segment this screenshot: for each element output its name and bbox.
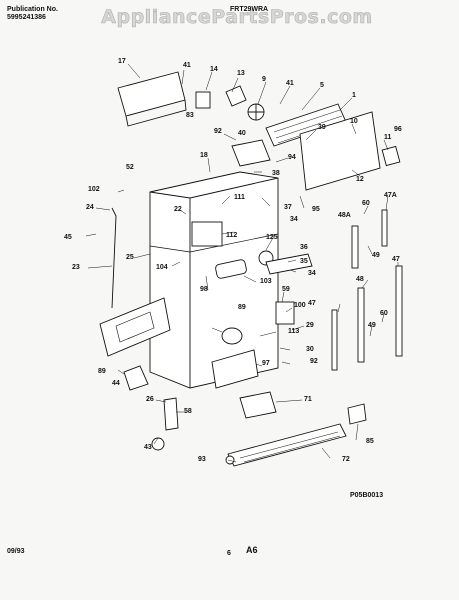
air-duct xyxy=(231,139,271,167)
publication-number: 5995241386 xyxy=(7,14,46,21)
callout-13: 13 xyxy=(237,70,245,77)
callout-30: 30 xyxy=(306,346,314,353)
bottom-hinge xyxy=(151,397,179,451)
callout-14: 14 xyxy=(210,66,218,73)
callout-94: 94 xyxy=(288,154,296,161)
callout-71: 71 xyxy=(304,396,312,403)
callout-10: 10 xyxy=(350,118,358,125)
callout-48: 48 xyxy=(356,276,364,283)
callout-98: 98 xyxy=(200,286,208,293)
footer-date: 09/93 xyxy=(7,548,25,555)
callout-25: 25 xyxy=(126,254,134,261)
callout-17: 17 xyxy=(118,58,126,65)
callout-41b: 41 xyxy=(286,80,294,87)
callout-92: 92 xyxy=(214,128,222,135)
footer-page: 6 xyxy=(227,550,231,557)
callout-95: 95 xyxy=(312,206,320,213)
callout-38: 38 xyxy=(272,170,280,177)
callout-49b: 49 xyxy=(368,322,376,329)
shelf-support xyxy=(265,253,313,275)
callout-113: 113 xyxy=(288,328,300,335)
callout-45: 45 xyxy=(64,234,72,241)
callout-44: 44 xyxy=(112,380,120,387)
toe-grille xyxy=(225,423,347,467)
callout-41: 41 xyxy=(183,62,191,69)
callout-125: 125 xyxy=(266,234,278,241)
callout-59: 59 xyxy=(282,286,290,293)
callout-47b: 47 xyxy=(308,300,316,307)
control-box xyxy=(191,221,223,247)
callout-9: 9 xyxy=(262,76,266,83)
callout-47a: 47A xyxy=(384,192,397,199)
callout-43: 43 xyxy=(144,444,152,451)
callout-39: 39 xyxy=(318,124,326,131)
callout-48a: 48A xyxy=(338,212,351,219)
callout-96: 96 xyxy=(394,126,402,133)
callout-89b: 89 xyxy=(98,368,106,375)
cabinet-liner xyxy=(149,171,279,389)
callout-34b: 34 xyxy=(308,270,316,277)
rear-panel xyxy=(299,111,381,191)
leader-lines xyxy=(85,63,399,463)
callout-1: 1 xyxy=(352,92,356,99)
left-rail xyxy=(111,207,117,309)
callout-40: 40 xyxy=(238,130,246,137)
light-switch xyxy=(275,301,295,325)
callout-26: 26 xyxy=(146,396,154,403)
light-shield xyxy=(215,259,247,279)
callout-36: 36 xyxy=(300,244,308,251)
callout-11: 11 xyxy=(384,134,392,141)
callout-12: 12 xyxy=(356,176,364,183)
bin xyxy=(347,403,367,425)
thermostat-knob xyxy=(221,327,243,345)
callout-18: 18 xyxy=(200,152,208,159)
callout-72: 72 xyxy=(342,456,350,463)
callout-60: 60 xyxy=(362,200,370,207)
callout-100: 100 xyxy=(294,302,306,309)
callout-22: 22 xyxy=(174,206,182,213)
callout-29: 29 xyxy=(306,322,314,329)
callout-58: 58 xyxy=(184,408,192,415)
defrost-control-part xyxy=(381,145,401,167)
door-rails xyxy=(331,209,403,371)
roller-bracket xyxy=(123,365,149,391)
model-number: FRT29WRA xyxy=(230,6,269,13)
callout-60b: 60 xyxy=(380,310,388,317)
footer-section: A6 xyxy=(246,545,258,555)
callout-24: 24 xyxy=(86,204,94,211)
crisper-cover xyxy=(99,297,171,357)
callout-85: 85 xyxy=(366,438,374,445)
callout-23: 23 xyxy=(72,264,80,271)
callout-49: 49 xyxy=(372,252,380,259)
callout-89: 89 xyxy=(238,304,246,311)
callout-35: 35 xyxy=(300,258,308,265)
callout-5: 5 xyxy=(320,82,324,89)
watermark: AppliancePartsPros.com xyxy=(101,6,373,29)
air-deflector xyxy=(239,391,277,419)
callout-102: 102 xyxy=(88,186,100,193)
evaporator-cover xyxy=(117,71,187,127)
callout-92b: 92 xyxy=(310,358,318,365)
callout-97: 97 xyxy=(262,360,270,367)
callout-111: 111 xyxy=(234,194,245,201)
water-tube xyxy=(211,349,259,389)
callout-112: 112 xyxy=(226,232,238,239)
drawing-code: P05B0013 xyxy=(350,492,384,499)
callout-47: 47 xyxy=(392,256,400,263)
callout-37: 37 xyxy=(284,204,292,211)
callout-93: 93 xyxy=(198,456,206,463)
callout-104: 104 xyxy=(156,264,168,271)
publication-label: Publication No. xyxy=(7,6,58,13)
callout-52: 52 xyxy=(126,164,134,171)
callout-34: 34 xyxy=(290,216,298,223)
fan-motor-assembly xyxy=(195,85,265,121)
callout-83: 83 xyxy=(186,112,194,119)
callout-103: 103 xyxy=(260,278,272,285)
